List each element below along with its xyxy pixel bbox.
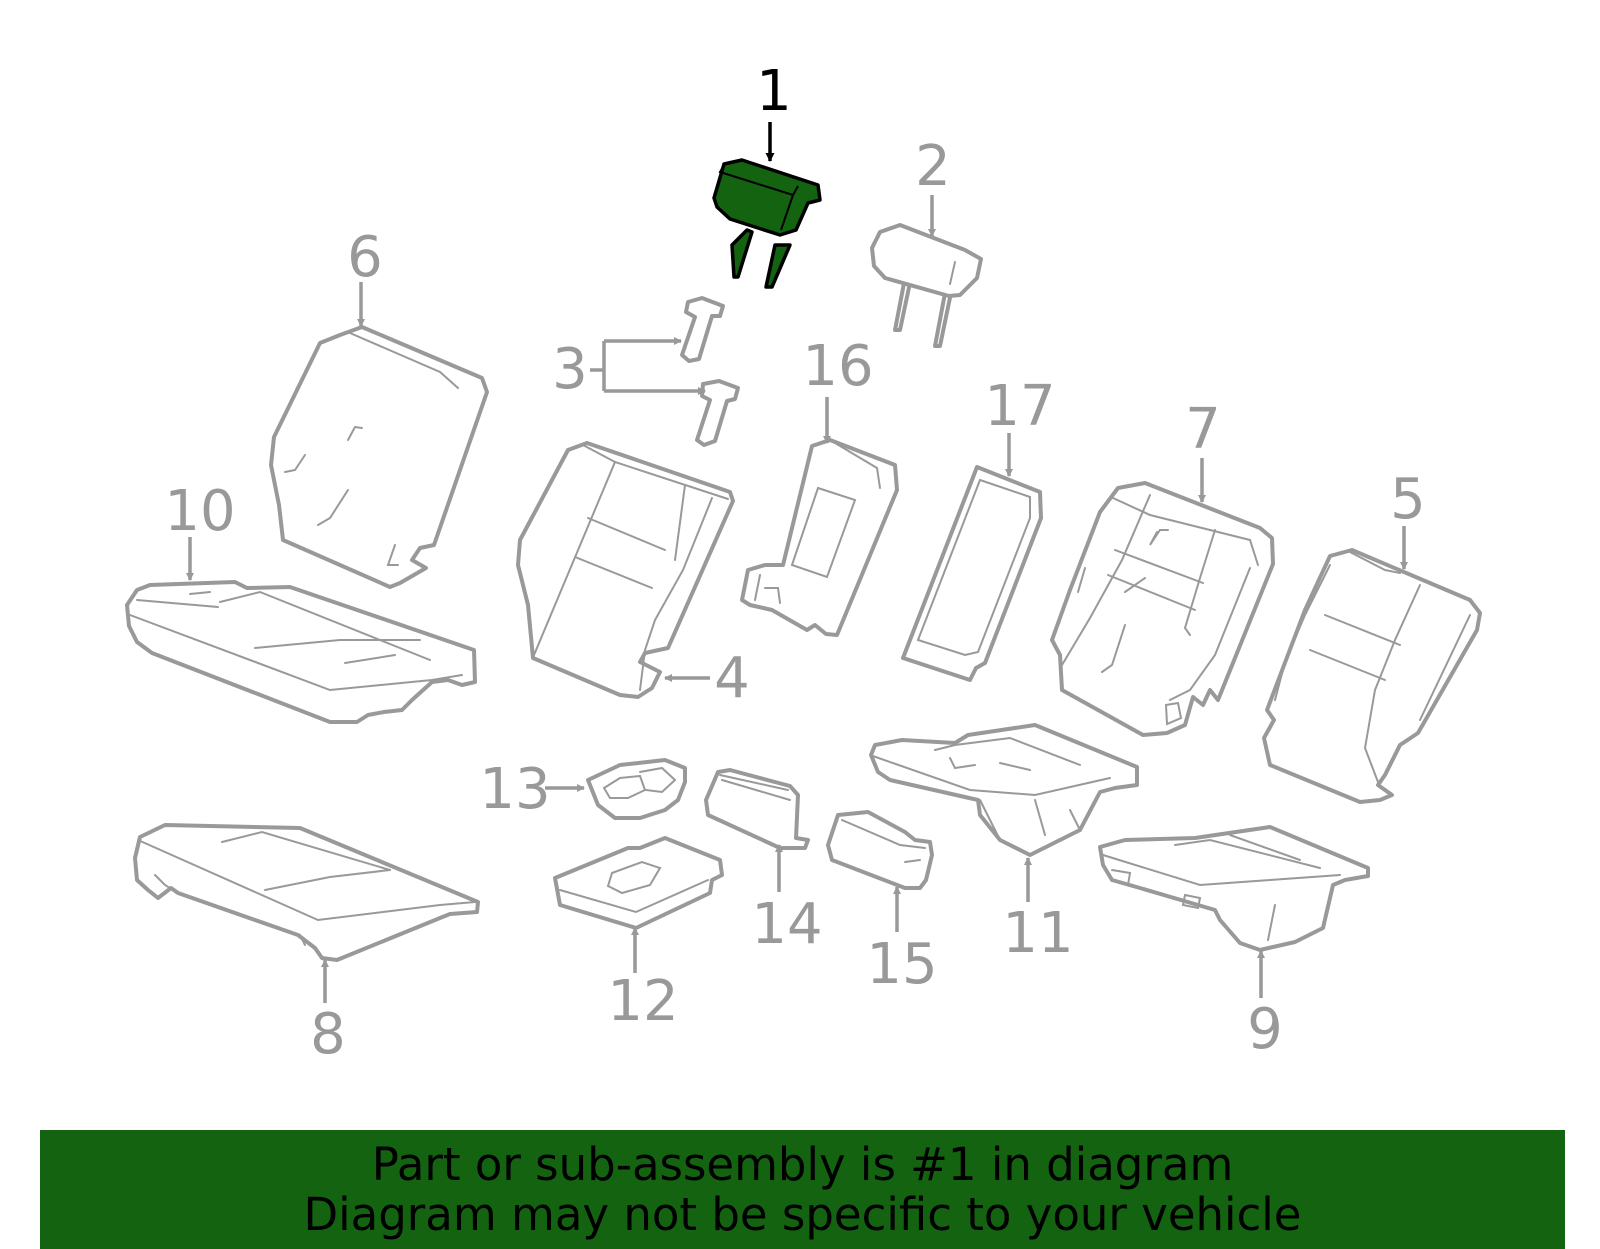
info-banner: Part or sub-assembly is #1 in diagram Di… bbox=[40, 1130, 1565, 1249]
callout-4[interactable]: 4 bbox=[714, 646, 750, 711]
part-1-headrest[interactable] bbox=[712, 158, 822, 289]
part-9-seat-cushion[interactable] bbox=[1098, 825, 1370, 952]
part-14-hinge-cover[interactable] bbox=[704, 768, 810, 850]
part-5-seat-back[interactable] bbox=[1262, 548, 1482, 804]
callout-9[interactable]: 9 bbox=[1247, 997, 1283, 1062]
part-3-guide-lower[interactable] bbox=[695, 379, 740, 447]
callout-14[interactable]: 14 bbox=[751, 892, 822, 957]
callout-12[interactable]: 12 bbox=[607, 969, 678, 1034]
callout-13[interactable]: 13 bbox=[479, 757, 550, 822]
callout-8[interactable]: 8 bbox=[310, 1002, 346, 1067]
callout-7[interactable]: 7 bbox=[1185, 397, 1221, 462]
part-11-seat-cushion[interactable] bbox=[869, 723, 1139, 857]
part-7-seat-back[interactable] bbox=[1050, 481, 1275, 737]
parts-diagram: 1 2 3 6 10 bbox=[125, 59, 1482, 1067]
callout-11[interactable]: 11 bbox=[1002, 901, 1073, 966]
part-15-hinge-cover[interactable] bbox=[826, 810, 934, 890]
part-4-seat-back[interactable] bbox=[516, 441, 735, 699]
callout-2[interactable]: 2 bbox=[915, 134, 951, 199]
part-8-seat-cushion[interactable] bbox=[133, 823, 480, 962]
part-17-panel[interactable] bbox=[901, 465, 1043, 682]
part-10-seat-cushion[interactable] bbox=[125, 580, 477, 724]
banner-line-1: Part or sub-assembly is #1 in diagram bbox=[371, 1138, 1234, 1191]
banner-line-2: Diagram may not be specific to your vehi… bbox=[303, 1188, 1302, 1241]
callout-15[interactable]: 15 bbox=[866, 932, 937, 997]
part-12-tray[interactable] bbox=[553, 836, 724, 930]
callout-16[interactable]: 16 bbox=[802, 334, 873, 399]
callout-10[interactable]: 10 bbox=[164, 479, 235, 544]
part-16-back-panel[interactable] bbox=[740, 438, 899, 637]
leader-3-bracket bbox=[590, 341, 606, 391]
part-2-headrest[interactable] bbox=[870, 223, 983, 348]
callout-3[interactable]: 3 bbox=[552, 337, 588, 402]
part-3-guide-upper[interactable] bbox=[680, 296, 725, 363]
part-13-cup-holder[interactable] bbox=[586, 758, 687, 820]
callout-5[interactable]: 5 bbox=[1390, 467, 1426, 532]
callout-17[interactable]: 17 bbox=[984, 374, 1055, 439]
callout-1[interactable]: 1 bbox=[756, 59, 792, 124]
part-6-seat-back[interactable] bbox=[269, 325, 489, 589]
callout-6[interactable]: 6 bbox=[347, 225, 383, 290]
